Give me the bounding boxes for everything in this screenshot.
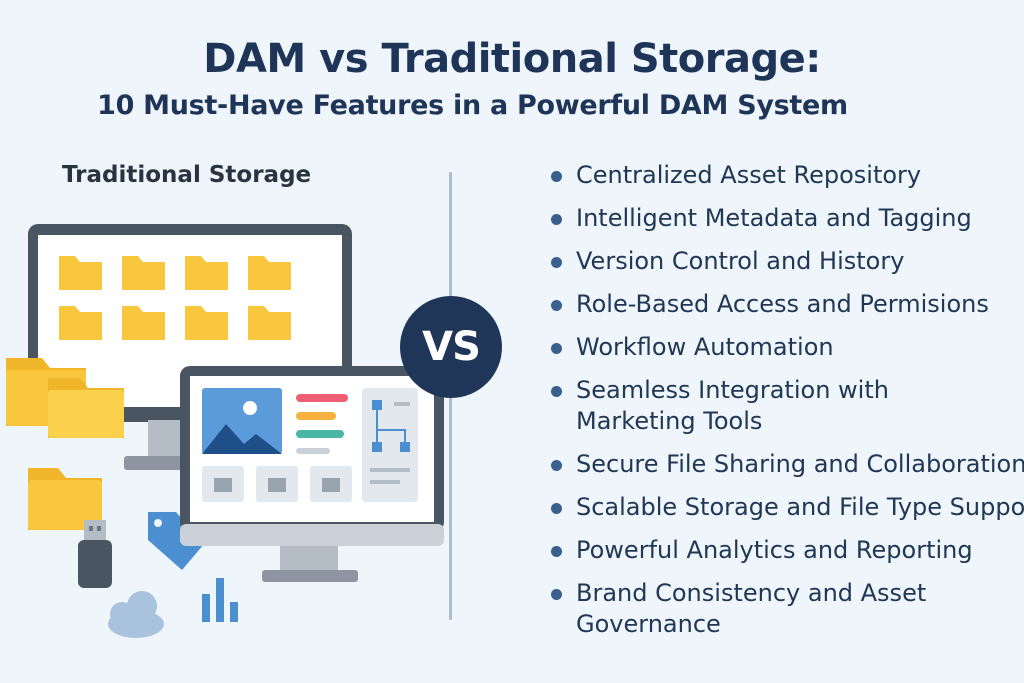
folder-icon [185, 306, 228, 340]
folder-icon [48, 378, 124, 438]
usb-drive-icon [78, 520, 112, 588]
left-heading: Traditional Storage [62, 162, 312, 188]
dam-monitor-icon [180, 366, 444, 582]
folder-icon [6, 358, 86, 426]
bullet-icon [551, 300, 562, 311]
bullet-icon [551, 589, 562, 600]
bullet-icon [551, 343, 562, 354]
folder-icon [59, 256, 102, 290]
bar-chart-icon [202, 578, 238, 622]
folder-icon [248, 256, 291, 290]
folder-icon [248, 306, 291, 340]
folder-icon [122, 306, 165, 340]
page-subtitle: 10 Must-Have Features in a Powerful DAM … [97, 90, 848, 121]
feature-item: Workflow Automation [548, 332, 1024, 363]
folder-icon [185, 256, 228, 290]
vs-badge: VS [400, 296, 502, 398]
image-icon [202, 388, 282, 454]
folder-icon [59, 306, 102, 340]
folder-icon [122, 256, 165, 290]
feature-item: Version Control and History [548, 246, 1024, 277]
folder-icon [28, 468, 102, 530]
folder-grid [59, 256, 291, 340]
page-title: DAM vs Traditional Storage: [203, 36, 821, 82]
tag-icon [148, 512, 204, 570]
bullet-icon [551, 386, 562, 397]
feature-item: Powerful Analytics and Reporting [548, 535, 1024, 566]
cloud-icon [108, 591, 164, 638]
bullet-icon [551, 460, 562, 471]
feature-item: Role-Based Access and Permisions [548, 289, 1024, 320]
feature-item: Secure File Sharing and Collaboration [548, 449, 1024, 480]
feature-item: Intelligent Metadata and Tagging [548, 203, 1024, 234]
monitor-icon [28, 224, 352, 470]
bullet-icon [551, 546, 562, 557]
bullet-icon [551, 214, 562, 225]
bullet-icon [551, 257, 562, 268]
bullet-icon [551, 503, 562, 514]
feature-item: Centralized Asset Repository [548, 160, 1024, 191]
feature-item: Scalable Storage and File Type Support [548, 492, 1024, 523]
workflow-icon [362, 388, 418, 502]
bullet-icon [551, 171, 562, 182]
feature-list: Centralized Asset Repository Intelligent… [548, 160, 1024, 652]
